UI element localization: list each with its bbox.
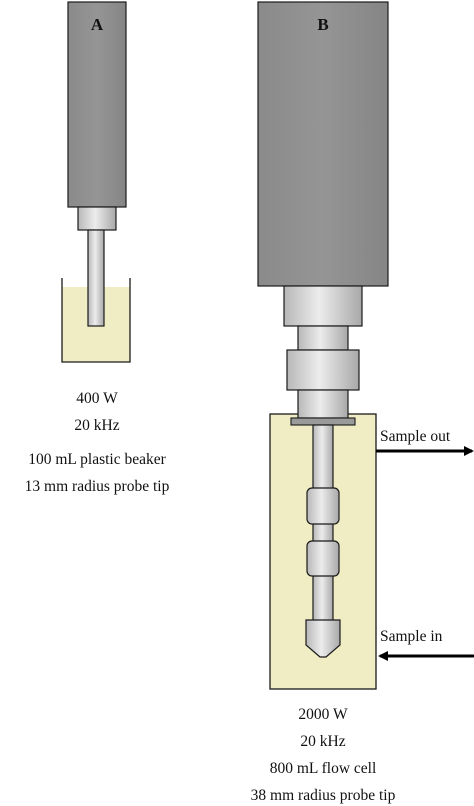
spec-frequency-a: 20 kHz bbox=[74, 417, 119, 434]
booster-upper bbox=[283, 285, 363, 327]
panel-b-specs: 2000 W 20 kHz 800 mL flow cell 38 mm rad… bbox=[251, 706, 396, 804]
horn-node-lower bbox=[306, 540, 340, 577]
spec-frequency-b: 20 kHz bbox=[300, 733, 345, 750]
flange-plate bbox=[290, 417, 356, 426]
probe-tip-b bbox=[305, 619, 341, 658]
spec-power-a: 400 W bbox=[76, 390, 118, 407]
spec-probe-tip-a: 13 mm radius probe tip bbox=[25, 478, 170, 495]
sample-out-label: Sample out bbox=[380, 428, 451, 445]
spec-power-b: 2000 W bbox=[298, 706, 348, 723]
spec-vessel-b: 800 mL flow cell bbox=[270, 760, 377, 777]
spec-probe-tip-b: 38 mm radius probe tip bbox=[251, 787, 396, 804]
probe-housing-a bbox=[67, 1, 127, 208]
panel-a: A 400 W 20 kHz 100 mL plastic beaker 13 … bbox=[25, 1, 170, 495]
probe-horn-a bbox=[87, 229, 105, 327]
booster-collar bbox=[286, 349, 360, 391]
booster-neck bbox=[297, 325, 349, 351]
sample-in-label: Sample in bbox=[380, 628, 443, 645]
plastic-beaker bbox=[61, 278, 131, 363]
spec-vessel-a: 100 mL plastic beaker bbox=[28, 451, 166, 468]
booster-lower bbox=[297, 389, 349, 419]
panel-b-letter: B bbox=[317, 15, 328, 34]
panel-a-specs: 400 W 20 kHz 100 mL plastic beaker 13 mm… bbox=[25, 390, 170, 495]
panel-a-letter: A bbox=[91, 15, 104, 34]
probe-housing-b bbox=[257, 1, 389, 287]
probe-connector-a bbox=[77, 206, 117, 231]
panel-b: B Sample out Sample in 2000 W 20 kHz 800… bbox=[251, 1, 474, 804]
horn-node-upper bbox=[306, 487, 340, 525]
